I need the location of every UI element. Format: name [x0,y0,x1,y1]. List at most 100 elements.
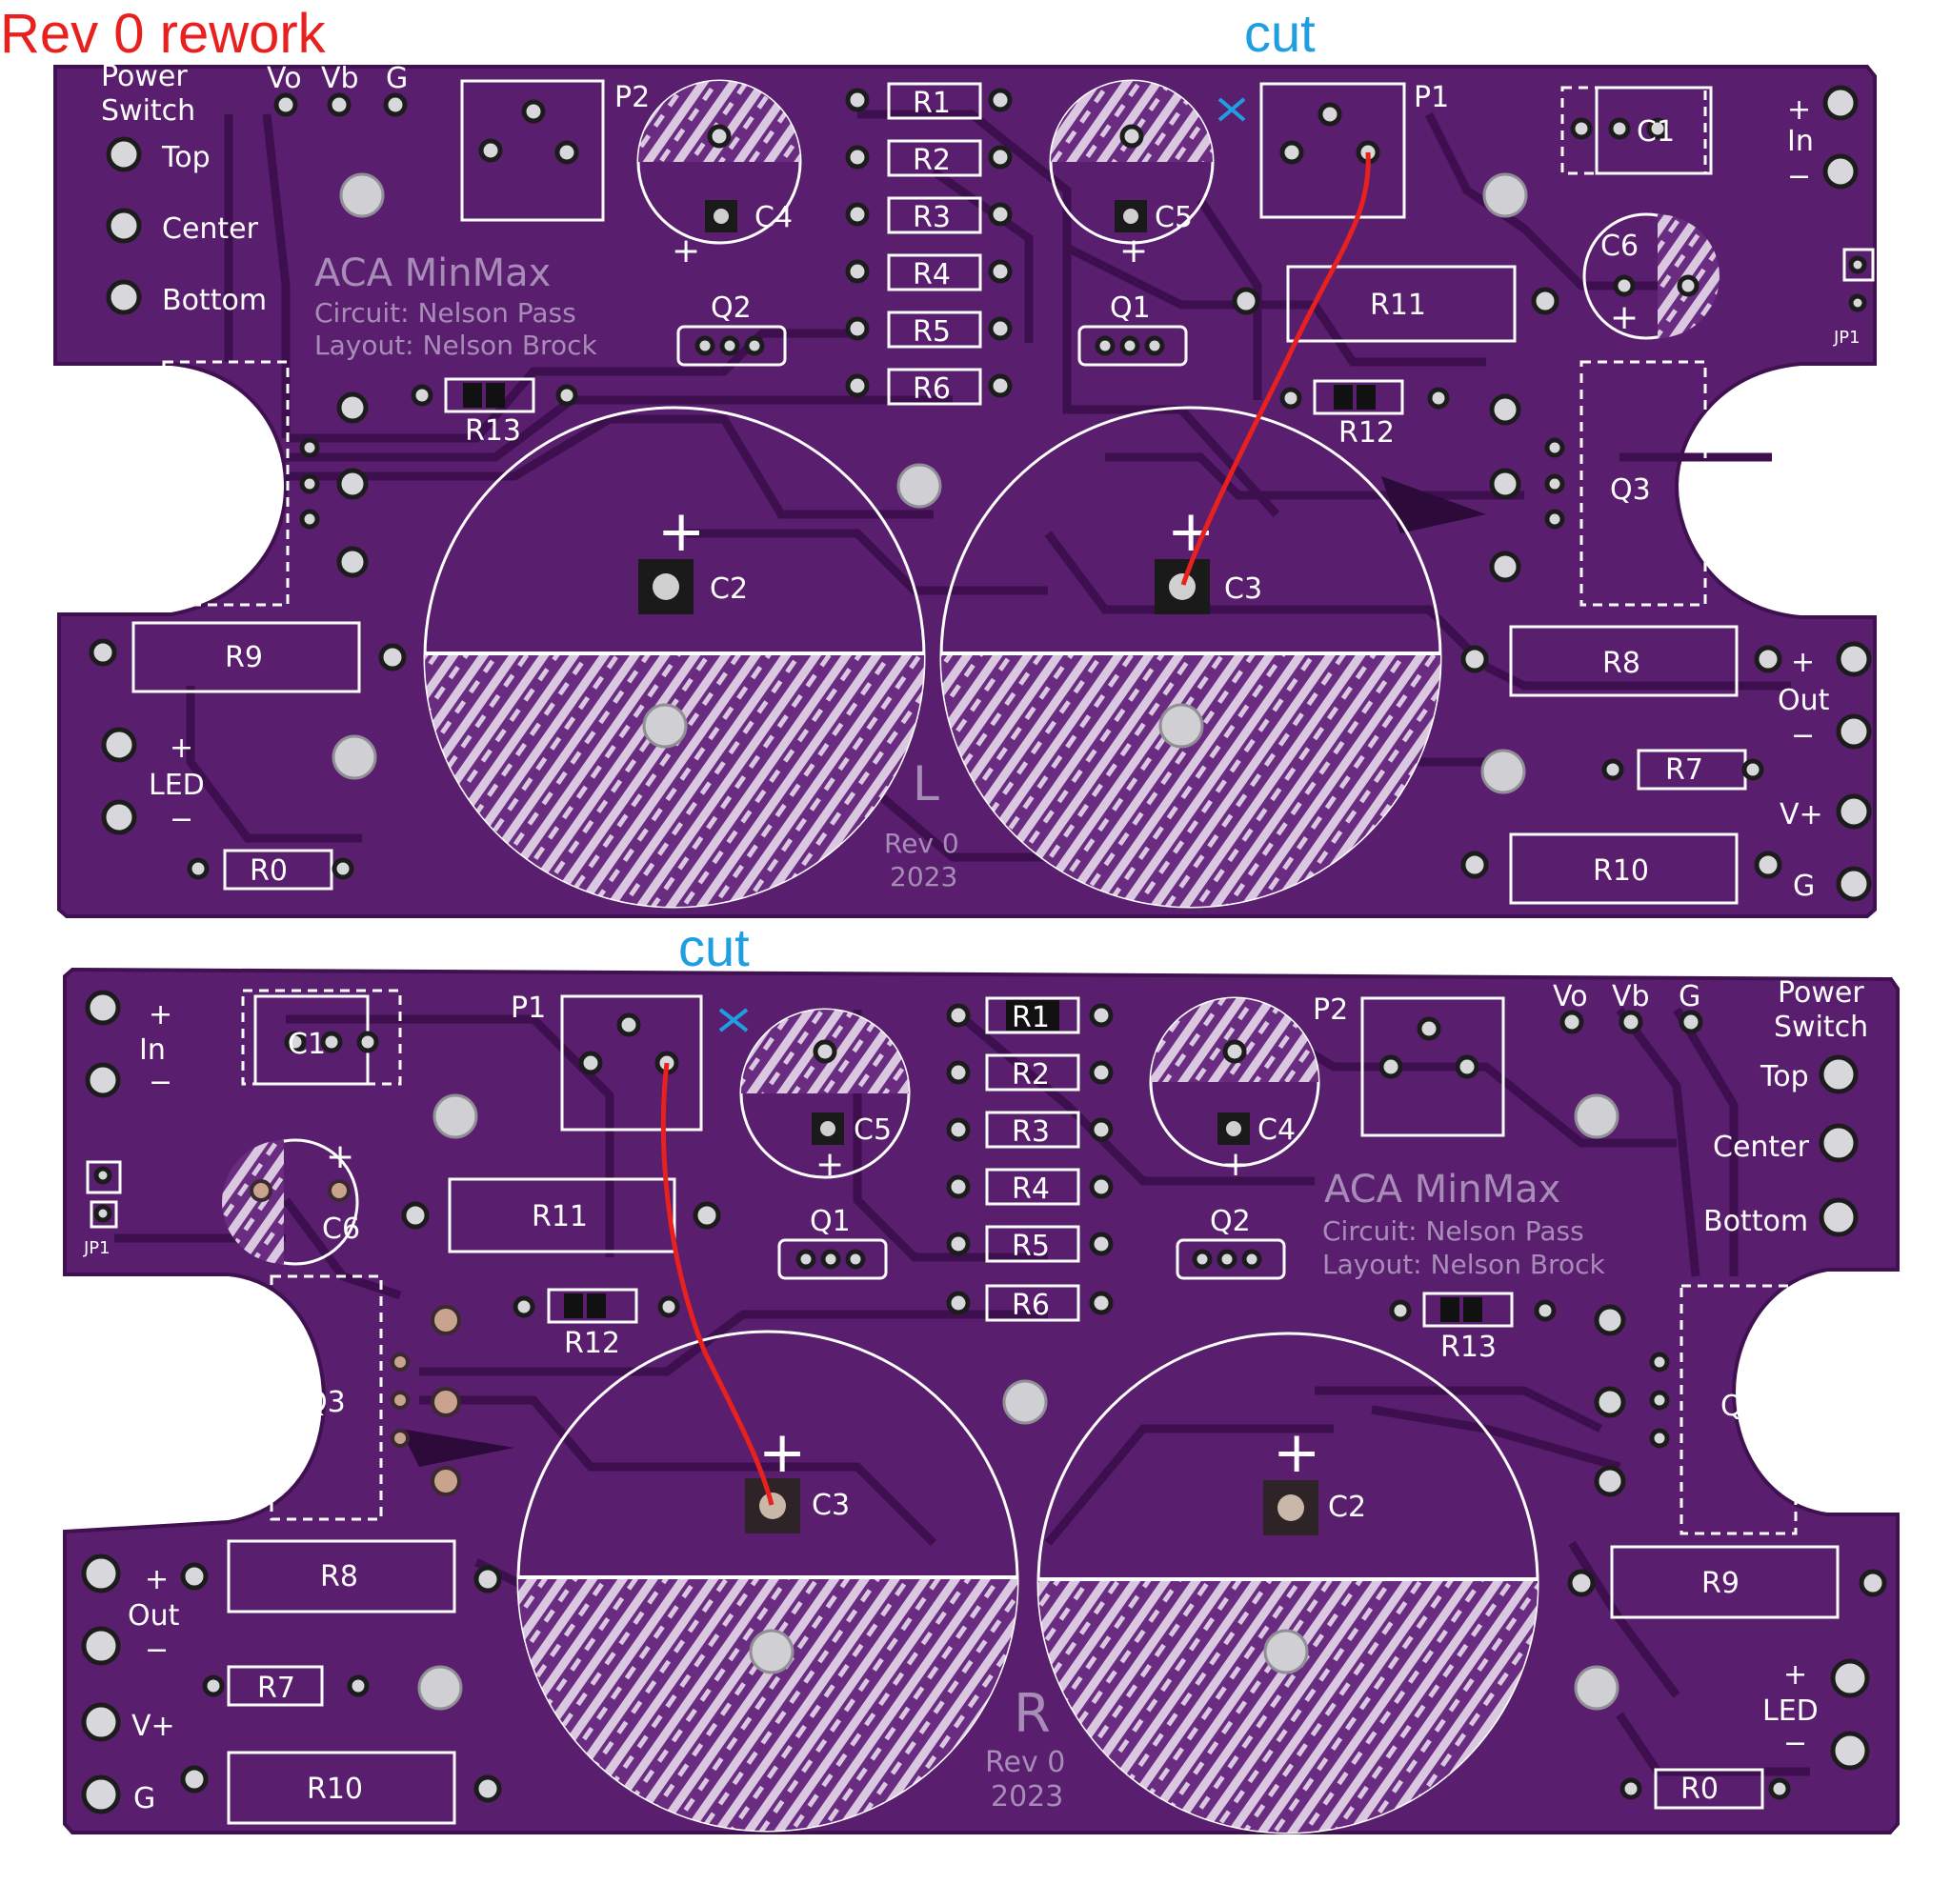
bottom-year-label: 2023 [991,1780,1063,1814]
top-in-label: In [1787,125,1814,158]
bottom-g-label: G [1679,980,1700,1013]
bottom-ref-r5: R5 [1012,1230,1050,1263]
top-vplus-label: V+ [1780,798,1823,832]
bottom-switch-bottom-label: Bottom [1703,1205,1808,1238]
top-c6-plus: + [1610,298,1639,337]
bottom-ref-q2: Q2 [1210,1205,1251,1238]
top-ref-q3: Q3 [1610,473,1651,507]
bottom-ref-r6: R6 [1012,1289,1050,1322]
capacitor-c3-bottom [516,1330,1019,1833]
top-circuit-credit: Circuit: Nelson Pass [314,297,576,329]
bottom-c6-plus: + [326,1137,354,1176]
bottom-ref-r0: R0 [1680,1773,1719,1806]
bottom-vb-label: Vb [1612,980,1650,1013]
top-g-out-label: G [1793,870,1815,903]
bottom-switch-label: Switch [1774,1011,1868,1044]
bottom-out-minus: − [145,1633,169,1667]
bottom-ref-p2: P2 [1313,993,1348,1027]
bottom-ref-c4: C4 [1257,1113,1296,1147]
top-ref-r4: R4 [913,258,951,291]
top-c4-plus: + [672,231,700,271]
top-ref-c5: C5 [1155,201,1193,234]
top-ref-c3: C3 [1224,572,1262,606]
top-c2-plus: + [657,498,705,565]
bottom-ref-c6: C6 [322,1213,360,1246]
bottom-ref-r2: R2 [1012,1058,1050,1092]
bottom-ref-q3: Q3 [305,1386,346,1419]
top-led-label: LED [149,769,205,802]
bottom-ref-p1: P1 [511,992,546,1025]
top-ref-c4: C4 [754,201,793,234]
top-ref-r8: R8 [1602,647,1640,680]
board-left: Power Switch Vo Vb G Top Center Bottom P… [53,60,1877,918]
top-ref-r13: R13 [465,414,521,448]
top-ref-r7: R7 [1665,753,1703,787]
bottom-ref-r7: R7 [257,1672,295,1705]
bottom-g-out-label: G [133,1782,155,1815]
bottom-ref-r13: R13 [1440,1331,1497,1364]
top-ref-r10: R10 [1593,854,1649,888]
top-ref-c6: C6 [1600,230,1639,263]
cut-label-top: cut [1244,3,1316,63]
bottom-ref-r1: R1 [1012,1001,1050,1034]
bottom-in-label: In [139,1033,166,1067]
top-ref-r9: R9 [225,641,263,674]
top-ref-c1: C1 [1637,115,1675,149]
top-rev-label: Rev 0 [884,828,959,859]
capacitor-c2-bottom [1036,1332,1539,1834]
top-ref-q1: Q1 [1110,291,1151,325]
top-ref-r3: R3 [913,201,951,234]
top-ref-r5: R5 [913,315,951,349]
top-c5-plus: + [1119,231,1148,271]
top-in-minus: − [1787,160,1811,193]
top-jp1-label: JP1 [1833,328,1860,348]
top-out-plus: + [1791,646,1815,679]
bottom-rev-label: Rev 0 [985,1746,1065,1779]
top-board-name: ACA MinMax [314,251,551,295]
bottom-led-label: LED [1762,1694,1819,1728]
bottom-c5-plus: + [815,1145,844,1184]
bottom-ref-r8: R8 [320,1560,358,1593]
top-switch-top-label: Top [161,141,211,174]
top-ref-r12: R12 [1338,416,1395,450]
bottom-out-label: Out [128,1599,180,1633]
top-ref-q4: Q4 [206,471,247,505]
bottom-ref-c2: C2 [1328,1491,1366,1524]
top-out-minus: − [1791,719,1815,752]
top-ref-r0: R0 [250,854,288,888]
bottom-c4-plus: + [1221,1145,1250,1184]
bottom-c3-plus: + [758,1419,806,1486]
bottom-vo-label: Vo [1553,980,1588,1013]
top-ref-c2: C2 [710,572,748,606]
bottom-c2-plus: + [1273,1419,1320,1486]
capacitor-c2-top [423,406,926,909]
bottom-switch-center-label: Center [1713,1131,1810,1164]
cut-mark-top [1217,97,1246,122]
top-power-label: Power [101,60,188,93]
top-year-label: 2023 [890,861,957,892]
bottom-ref-q4: Q4 [1720,1390,1761,1423]
rework-wire-top [1180,151,1371,586]
top-vo-label: Vo [267,62,302,95]
top-in-plus: + [1787,93,1811,127]
bottom-power-label: Power [1778,976,1864,1010]
bottom-ref-r10: R10 [307,1773,363,1806]
rework-title: Rev 0 rework [0,3,326,65]
top-vb-label: Vb [321,62,359,95]
bottom-vplus-label: V+ [131,1710,175,1743]
top-ref-q2: Q2 [711,291,752,325]
top-layout-credit: Layout: Nelson Brock [314,330,597,361]
bottom-jp1-label: JP1 [83,1238,111,1258]
top-ref-r2: R2 [913,144,951,177]
bottom-ref-r9: R9 [1701,1567,1740,1600]
top-ref-p2: P2 [614,81,650,114]
board-right: Power Switch Vo Vb G Top Center Bottom P… [63,967,1900,1834]
rework-wire-bottom [660,1062,774,1506]
cut-label-bottom: cut [678,917,750,977]
top-led-plus: + [170,732,193,765]
top-out-label: Out [1778,684,1830,717]
top-ref-r6: R6 [913,372,951,406]
top-switch-bottom-label: Bottom [162,284,267,317]
capacitor-c3-top [939,406,1442,909]
